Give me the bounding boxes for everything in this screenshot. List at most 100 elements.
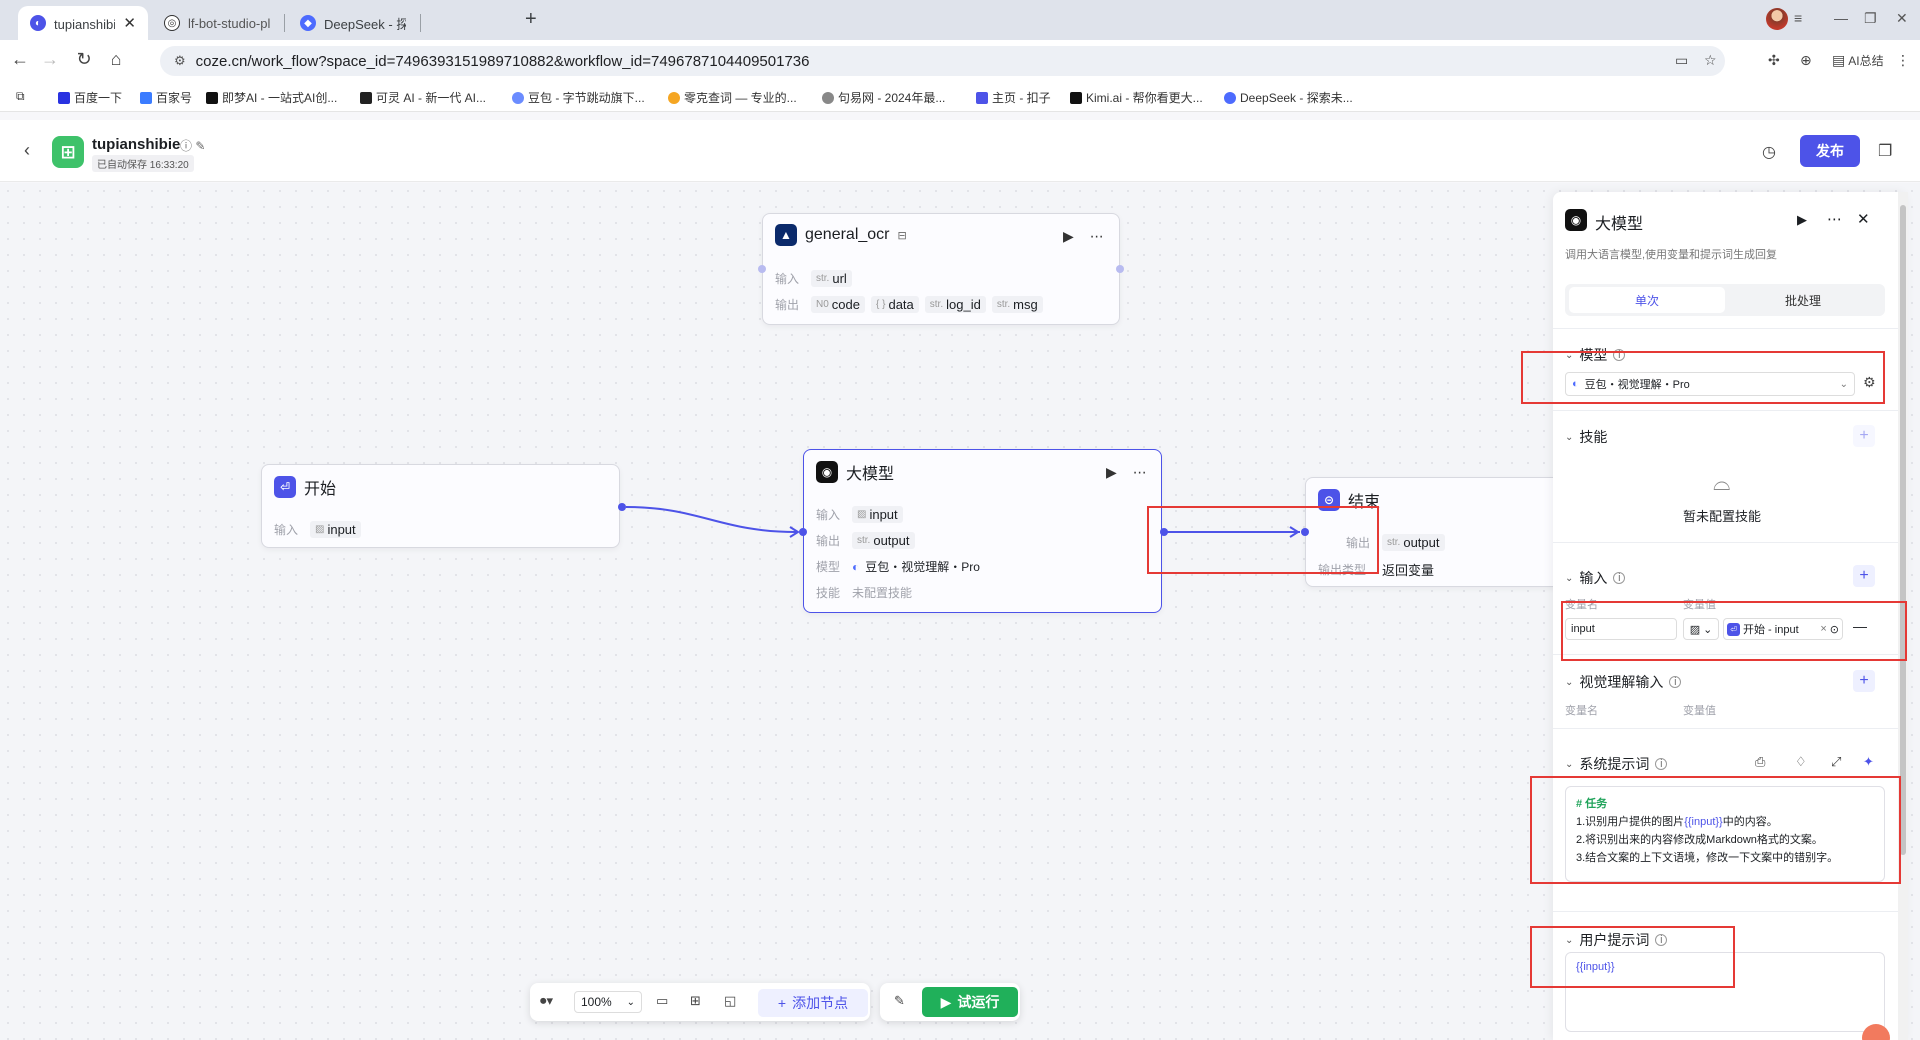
back-arrow-icon[interactable]: ‹	[24, 140, 30, 160]
tab-single[interactable]: 单次	[1569, 287, 1725, 313]
bookmark-kimi[interactable]: Kimi.ai - 帮你看更大...	[1070, 89, 1203, 106]
llm-input-port[interactable]	[799, 528, 807, 536]
close-window-icon[interactable]: ✕	[1896, 10, 1908, 26]
end-icon: ⊝	[1318, 489, 1340, 511]
node-start[interactable]: ⏎ 开始 输入 ▨input	[261, 464, 620, 548]
comment-icon[interactable]: ▭	[656, 993, 669, 1008]
chevron-down-icon: ⌄	[1565, 349, 1574, 361]
zoom-select[interactable]: 100%⌄	[574, 991, 642, 1013]
info-icon[interactable]: ⓘ	[180, 139, 193, 153]
prompt-tips-icon[interactable]: ♢	[1795, 754, 1807, 769]
forward-icon[interactable]: →	[41, 49, 59, 69]
ocr-output-port[interactable]	[1116, 265, 1124, 273]
section-skills[interactable]: ⌄技能	[1565, 429, 1608, 445]
restore-icon[interactable]: ❐	[1864, 10, 1877, 26]
panel-scrollbar-thumb[interactable]	[1900, 205, 1906, 855]
tab-batch[interactable]: 批处理	[1784, 293, 1821, 308]
node-llm[interactable]: ◉ 大模型 ▶ ⋯ 输入 ▨input 输出 str.output 模型 ◐ 豆…	[803, 449, 1162, 613]
back-icon[interactable]: ←	[11, 49, 29, 69]
history-icon[interactable]: ◷	[1762, 144, 1776, 161]
variable-picker-icon[interactable]: ⊙	[1829, 623, 1839, 636]
cast-icon[interactable]: ▭	[1675, 52, 1689, 68]
minimize-icon[interactable]: —	[1834, 10, 1848, 26]
tab-separator	[284, 14, 285, 32]
address-bar[interactable]: ⚙ coze.cn/work_flow?space_id=74963931519…	[160, 46, 1725, 76]
more-icon[interactable]: ⋯	[1132, 464, 1147, 480]
remove-input-icon[interactable]: —	[1853, 618, 1867, 634]
tab-separator	[420, 14, 421, 32]
ai-summary-button[interactable]: ▤AI总结	[1832, 52, 1884, 68]
system-prompt-editor[interactable]: # 任务 1.识别用户提供的图片{{input}}中的内容。 2.将识别出来的内…	[1565, 786, 1885, 882]
tab-tupianshibie[interactable]: ◐ tupianshibie - 工 ✕	[18, 6, 148, 40]
bookmark-juyi[interactable]: 句易网 - 2024年最...	[822, 89, 945, 106]
model-settings-icon[interactable]: ⚙	[1863, 374, 1876, 390]
input-type-select[interactable]: ▨⌄	[1683, 618, 1719, 640]
bookmark-kling[interactable]: 可灵 AI - 新一代 AI...	[360, 89, 486, 106]
profile-avatar[interactable]	[1766, 8, 1788, 30]
close-icon[interactable]: ✕	[1857, 211, 1870, 228]
home-icon[interactable]: ⌂	[110, 49, 122, 69]
bookmark-lingke[interactable]: 零克查词 — 专业的...	[668, 89, 797, 106]
reload-icon[interactable]: ↻	[76, 49, 92, 69]
add-node-button[interactable]: +添加节点	[758, 989, 868, 1017]
tab-deepseek[interactable]: ◆ DeepSeek - 探索未至	[288, 6, 418, 40]
edit-icon[interactable]: ✎	[195, 139, 206, 153]
assistant-bubble-icon[interactable]	[1862, 1024, 1890, 1040]
menu-icon[interactable]: ⋮	[1896, 52, 1910, 68]
bookmark-deepseek[interactable]: DeepSeek - 探索未...	[1224, 89, 1353, 106]
info-icon: i	[1613, 572, 1626, 584]
tab-lf-bot-studio[interactable]: ◎ lf-bot-studio-plugin-	[152, 6, 282, 40]
llm-icon: ◉	[816, 461, 838, 483]
debug-tool-icon[interactable]: ✎	[894, 993, 905, 1008]
run-node-icon[interactable]: ▶	[1797, 212, 1807, 227]
add-input-button[interactable]: +	[1853, 565, 1875, 587]
run-node-icon[interactable]: ▶	[1063, 228, 1074, 244]
bookmarks-apps-icon[interactable]: ⧉	[16, 89, 25, 103]
bookmarks-bar	[0, 82, 1920, 112]
model-select[interactable]: ◐ 豆包・视觉理解・Pro ⌄	[1565, 372, 1855, 396]
add-vision-input-button[interactable]: +	[1853, 670, 1875, 692]
pointer-mode-icon[interactable]: ⏺︎▾	[540, 993, 554, 1008]
start-output-port[interactable]	[618, 503, 626, 511]
ai-optimize-icon[interactable]: ✦	[1863, 754, 1874, 769]
auto-layout-icon[interactable]: ⊞	[690, 993, 701, 1008]
prompt-library-icon[interactable]: ⎙	[1755, 754, 1766, 769]
input-var-name-field[interactable]: input	[1565, 618, 1677, 640]
extensions-icon[interactable]: ✣	[1768, 52, 1780, 68]
llm-model-name: 豆包・视觉理解・Pro	[865, 560, 980, 574]
panel-toggle-icon[interactable]: ❐	[1878, 143, 1893, 160]
ai-summary-icon: ▤	[1832, 52, 1846, 68]
publish-button[interactable]: 发布	[1800, 135, 1860, 167]
bookmark-coze-home[interactable]: 主页 - 扣子	[976, 89, 1051, 106]
add-skill-button[interactable]: +	[1853, 425, 1875, 447]
bookmark-baijiahao[interactable]: 百家号	[140, 89, 192, 106]
ocr-input-port[interactable]	[758, 265, 766, 273]
new-tab-button[interactable]: +	[525, 8, 537, 30]
user-prompt-editor[interactable]: {{input}}	[1565, 952, 1885, 1032]
more-icon[interactable]: ⋯	[1827, 211, 1842, 228]
tab-list-icon[interactable]: ≡	[1794, 10, 1803, 26]
minimap-icon[interactable]: ◱	[724, 993, 737, 1008]
test-run-button[interactable]: ▶试运行	[922, 987, 1018, 1017]
expand-icon[interactable]: ⤢	[1831, 754, 1842, 769]
bookmark-doubao[interactable]: 豆包 - 字节跳动旗下...	[512, 89, 645, 106]
end-input-port[interactable]	[1301, 528, 1309, 536]
clear-icon[interactable]: ×	[1820, 623, 1827, 635]
llm-output-port[interactable]	[1160, 528, 1168, 536]
download-icon[interactable]: ⊕	[1800, 52, 1812, 68]
site-settings-icon[interactable]: ⚙	[174, 53, 186, 68]
run-node-icon[interactable]: ▶	[1106, 464, 1117, 480]
bookmark-jimeng[interactable]: 即梦AI - 一站式AI创...	[206, 89, 337, 106]
doubao-model-icon: ◐	[1572, 378, 1579, 390]
empty-skill-icon: ⌓	[1713, 470, 1731, 495]
input-ref-field[interactable]: ⏎ 开始 - input × ⊙	[1723, 618, 1843, 640]
bookmark-star-icon[interactable]: ☆	[1704, 52, 1717, 68]
close-icon[interactable]: ✕	[123, 15, 136, 32]
bookmark-baidu[interactable]: 百度一下	[58, 89, 122, 106]
more-icon[interactable]: ⋯	[1089, 228, 1104, 244]
